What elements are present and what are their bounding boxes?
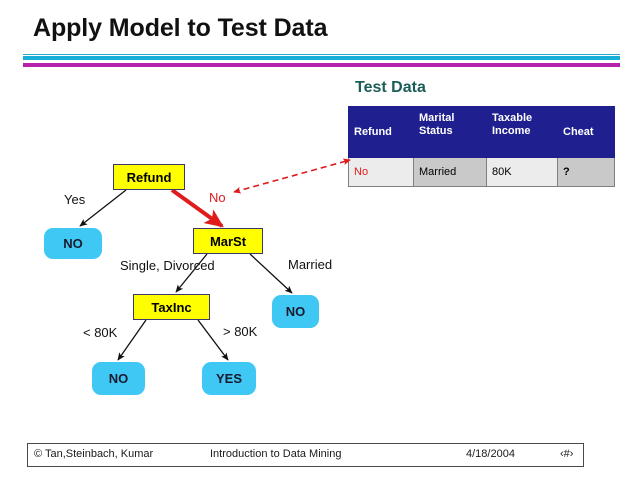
- slide-footer: © Tan,Steinbach, Kumar Introduction to D…: [27, 443, 584, 467]
- page-title: Apply Model to Test Data: [33, 14, 328, 42]
- table-row: No Married 80K ?: [348, 157, 615, 187]
- edge-refund-to-no-left: [79, 189, 127, 227]
- column-header-taxable-income-line1: Taxable: [492, 112, 533, 124]
- footer-date: 4/18/2004: [466, 448, 515, 460]
- column-header-marital-status-line2: Status: [419, 124, 453, 137]
- tree-leaf-no-lt80k[interactable]: NO: [92, 362, 145, 395]
- column-header-refund-line1: Refund: [354, 125, 392, 138]
- tree-leaf-no-married[interactable]: NO: [272, 295, 319, 328]
- edge-label-married: Married: [288, 257, 333, 272]
- footer-page-number: ‹#›: [560, 448, 574, 460]
- edge-taxinc-to-no-bottom: [117, 319, 147, 361]
- column-header-marital-status-line1: Marital: [419, 112, 455, 124]
- edge-marst-to-no-right: [249, 253, 293, 294]
- column-header-taxable-income: Taxable Income: [486, 106, 558, 158]
- test-data-table: Refund Marital Status Taxable Income Che…: [348, 106, 615, 187]
- divider-rule-cyan: [23, 56, 620, 60]
- tree-node-marst[interactable]: MarSt: [193, 228, 263, 254]
- column-header-refund: Refund: [348, 106, 414, 158]
- footer-copyright: © Tan,Steinbach, Kumar: [34, 448, 154, 460]
- edge-label-single-divorced: Single, Divorced: [120, 258, 215, 273]
- edge-label-yes: Yes: [64, 192, 86, 207]
- tree-leaf-no-yes-branch[interactable]: NO: [44, 228, 102, 259]
- edge-label-less-than-80k: < 80K: [83, 325, 118, 340]
- tree-leaf-yes-gt80k[interactable]: YES: [202, 362, 256, 395]
- cell-taxable-income: 80K: [486, 157, 558, 187]
- cell-refund: No: [348, 157, 414, 187]
- divider-rule-magenta: [23, 63, 620, 67]
- annotation-arrow-no-link: [233, 158, 351, 194]
- column-header-marital-status: Marital Status: [413, 106, 487, 158]
- tree-node-taxinc[interactable]: TaxInc: [133, 294, 210, 320]
- edge-label-greater-than-80k: > 80K: [223, 324, 258, 339]
- test-data-heading: Test Data: [355, 79, 426, 96]
- tree-node-refund[interactable]: Refund: [113, 164, 185, 190]
- column-header-cheat: Cheat: [557, 106, 615, 158]
- edge-label-no: No: [209, 190, 226, 205]
- table-header-row: Refund Marital Status Taxable Income Che…: [348, 106, 615, 158]
- cell-cheat: ?: [557, 157, 615, 187]
- cell-marital-status: Married: [413, 157, 487, 187]
- divider-rule-cyan-thin: [23, 54, 620, 55]
- column-header-cheat-line1: Cheat: [563, 125, 594, 138]
- footer-course-title: Introduction to Data Mining: [210, 448, 342, 460]
- column-header-taxable-income-line2: Income: [492, 124, 531, 137]
